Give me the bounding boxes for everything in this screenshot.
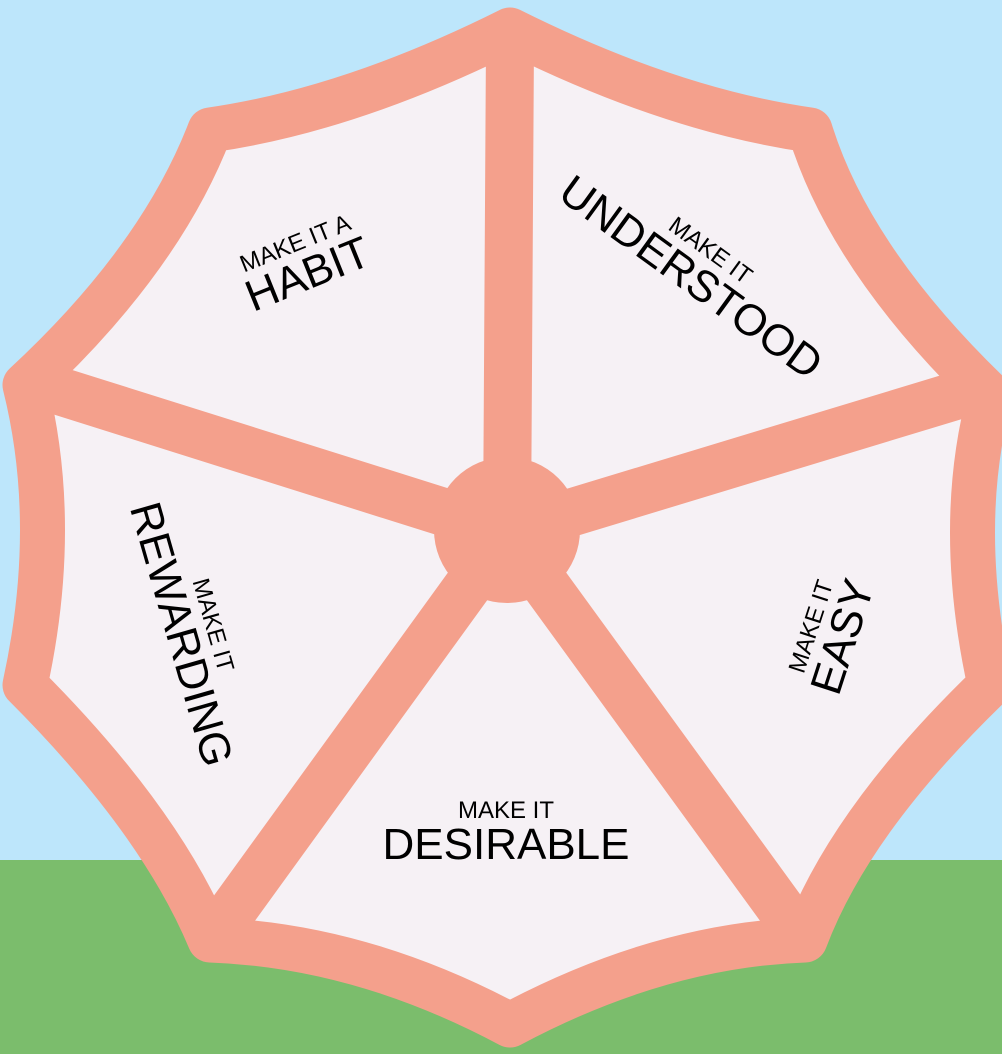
label-desirable-big: DESIRABLE	[383, 820, 630, 869]
umbrella-hub	[434, 457, 580, 603]
